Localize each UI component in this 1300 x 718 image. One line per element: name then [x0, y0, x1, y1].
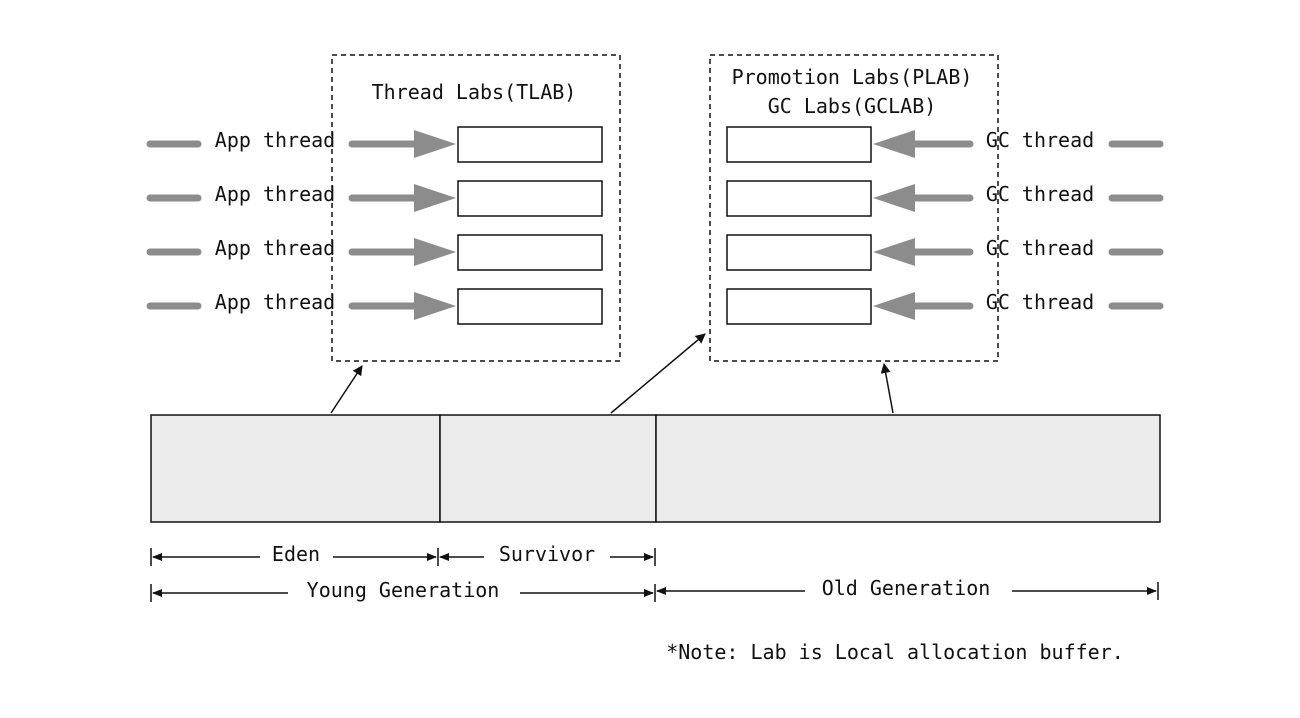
plab-buffer — [726, 234, 872, 271]
tlab-group: Thread Labs(TLAB) App thread App thread … — [146, 54, 621, 362]
app-thread-label: App thread — [215, 128, 335, 152]
plab-dashed-container — [709, 54, 999, 362]
plab-buffer — [726, 180, 872, 217]
gc-thread-label: GC thread — [986, 182, 1094, 206]
heap-bar — [150, 414, 1161, 523]
heap-eden-region — [150, 414, 441, 523]
gc-thread-label: GC thread — [986, 290, 1094, 314]
thread-arrow-head — [873, 238, 915, 266]
survivor-dimension: Survivor — [439, 542, 656, 566]
young-generation-label: Young Generation — [307, 578, 500, 602]
gc-thread-label: GC thread — [986, 128, 1094, 152]
tlab-dashed-container — [331, 54, 621, 362]
thread-arrow-head — [873, 292, 915, 320]
app-thread-label: App thread — [215, 290, 335, 314]
old-generation-label: Old Generation — [822, 576, 991, 600]
gc-thread-row: GC thread — [873, 182, 1164, 212]
app-thread-row: App thread — [146, 182, 456, 212]
thread-arrow-head — [873, 130, 915, 158]
gc-thread-label: GC thread — [986, 236, 1094, 260]
tlab-buffer — [457, 234, 603, 271]
eden-dimension: Eden — [150, 542, 439, 566]
heap-old-region — [655, 414, 1161, 523]
app-thread-row: App thread — [146, 236, 456, 266]
app-thread-label: App thread — [215, 182, 335, 206]
thread-arrow-head — [414, 130, 456, 158]
old-generation-dimension: Old Generation — [656, 576, 1159, 600]
gc-thread-row: GC thread — [873, 236, 1164, 266]
plab-group: Promotion Labs(PLAB) GC Labs(GCLAB) GC t… — [709, 54, 1164, 362]
young-generation-dimension: Young Generation — [150, 578, 656, 602]
eden-to-tlab-arrow — [330, 365, 363, 414]
gclab-title: GC Labs(GCLAB) — [768, 94, 937, 118]
plab-buffer — [726, 126, 872, 163]
old-to-plab-arrow — [880, 363, 894, 414]
footnote: *Note: Lab is Local allocation buffer. — [666, 640, 1124, 664]
plab-buffer — [726, 288, 872, 325]
survivor-to-plab-arrow — [610, 333, 706, 414]
thread-arrow-head — [873, 184, 915, 212]
tlab-buffer — [457, 126, 603, 163]
tlab-title: Thread Labs(TLAB) — [372, 80, 577, 104]
app-thread-label: App thread — [215, 236, 335, 260]
plab-title: Promotion Labs(PLAB) — [732, 65, 973, 89]
tlab-buffer — [457, 288, 603, 325]
eden-label: Eden — [272, 542, 320, 566]
gc-thread-row: GC thread — [873, 290, 1164, 320]
app-thread-row: App thread — [146, 290, 456, 320]
survivor-label: Survivor — [499, 542, 595, 566]
thread-arrow-head — [414, 292, 456, 320]
gc-thread-row: GC thread — [873, 128, 1164, 158]
thread-arrow-head — [414, 238, 456, 266]
tlab-buffer — [457, 180, 603, 217]
thread-arrow-head — [414, 184, 456, 212]
app-thread-row: App thread — [146, 128, 456, 158]
heap-survivor-region — [439, 414, 657, 523]
